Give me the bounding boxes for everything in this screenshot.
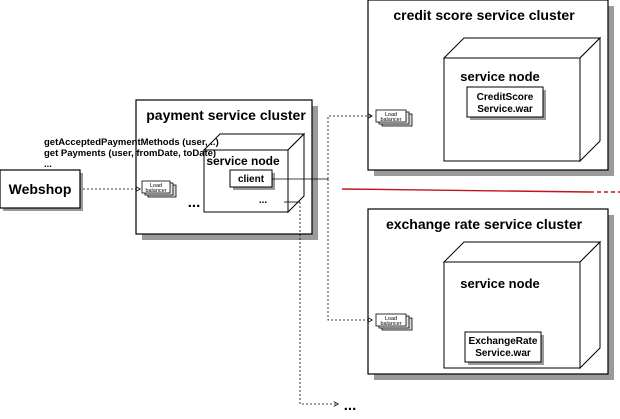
exchange-rate-cluster: exchange rate service cluster service no…	[367, 208, 614, 380]
lb-line1: Load	[385, 316, 397, 322]
client-label: client	[238, 174, 265, 185]
payment-node-title: service node	[206, 154, 280, 168]
exchange-node-title: service node	[460, 276, 540, 291]
load-balancer-payment: Load balancer	[141, 180, 177, 198]
lb-line2: balancer	[380, 117, 401, 123]
lb-line2: balancer	[145, 188, 166, 194]
payment-cluster-title: payment service cluster	[146, 107, 306, 123]
call-label-2: get Payments (user, fromDate, toDate)	[44, 148, 216, 159]
credit-node-title: service node	[460, 69, 540, 84]
client-to-exchange-arrow	[327, 179, 372, 320]
exchange-rate-war: ExchangeRate Service.war	[464, 331, 544, 365]
load-balancer-credit: Load balancer	[375, 109, 413, 127]
credit-score-war: CreditScore Service.war	[466, 86, 546, 120]
lb-line1: Load	[385, 112, 397, 118]
call-label-3: ...	[44, 159, 52, 170]
webshop-label: Webshop	[9, 181, 72, 197]
connectors	[83, 116, 372, 404]
exchange-war-line2: Service.war	[475, 348, 531, 359]
webshop-node: Webshop	[0, 169, 83, 211]
call-label-1: getAcceptedPaymentMethods (user, ..)	[44, 137, 219, 148]
load-balancer-exchange: Load balancer	[375, 313, 413, 331]
exchange-war-line1: ExchangeRate	[469, 336, 538, 347]
payment-node-dots: ...	[259, 195, 268, 206]
payment-service-cluster: payment service cluster service node cli…	[135, 99, 318, 240]
credit-war-line2: Service.war	[477, 104, 533, 115]
more-nodes-dots: ...	[188, 194, 201, 211]
credit-score-cluster: credit score service cluster service nod…	[367, 0, 614, 176]
separator-line	[341, 188, 591, 193]
credit-war-line1: CreditScore	[477, 92, 534, 103]
exchange-service-node: service node ExchangeRate Service.war	[442, 240, 602, 370]
lb-line2: balancer	[380, 321, 401, 327]
lb-line1: Load	[150, 183, 162, 189]
credit-service-node: service node CreditScore Service.war	[442, 36, 602, 163]
bottom-more-dots: ...	[344, 397, 357, 414]
credit-cluster-title: credit score service cluster	[393, 7, 575, 23]
client-to-credit-arrow	[327, 116, 372, 179]
payment-service-node: service node client ...	[202, 132, 306, 214]
exchange-cluster-title: exchange rate service cluster	[386, 216, 583, 232]
to-more-arrow	[299, 202, 338, 404]
